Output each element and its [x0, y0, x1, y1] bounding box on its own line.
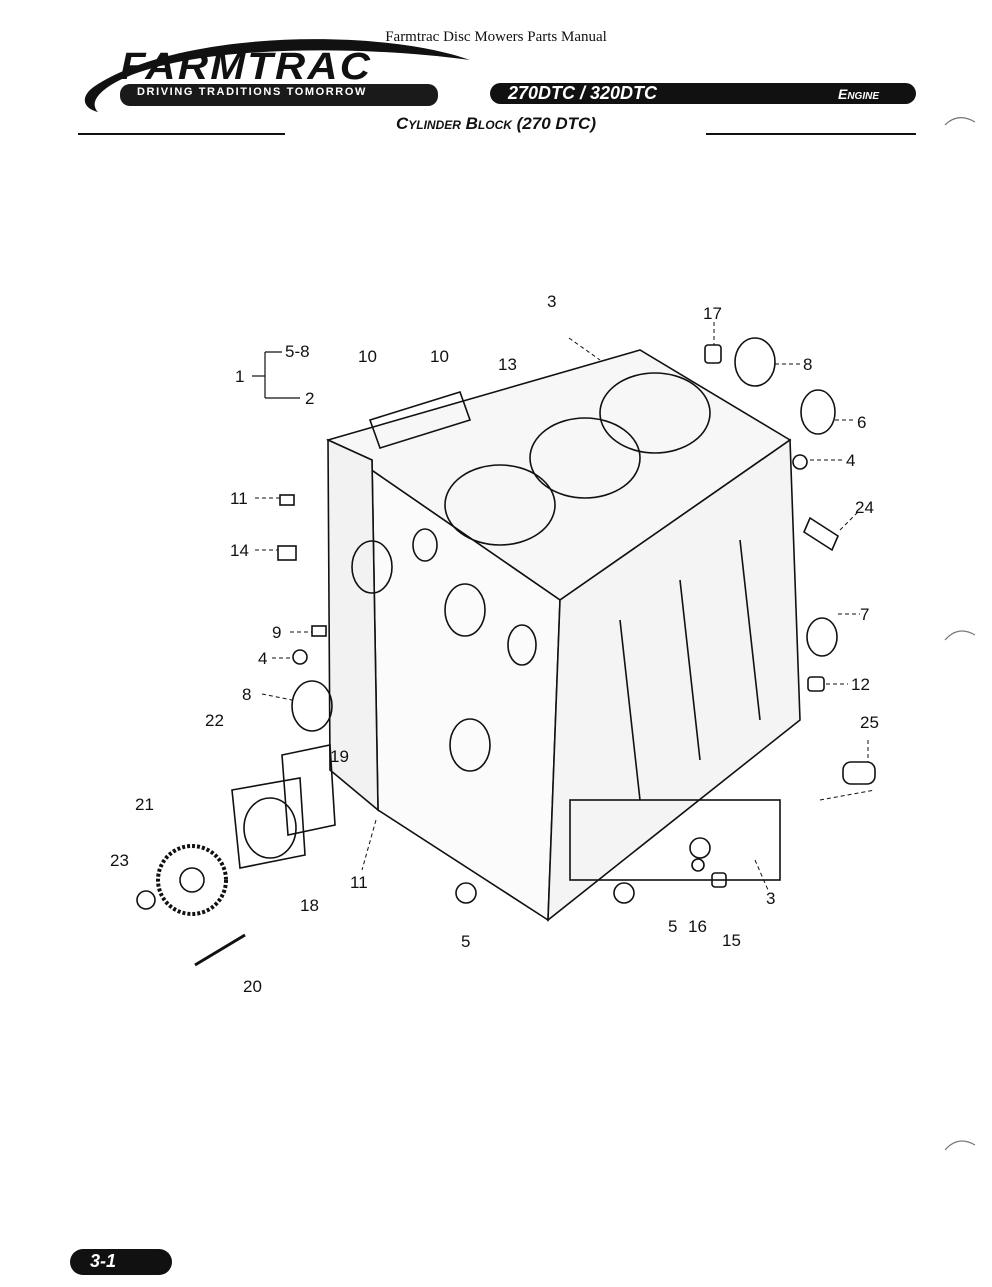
seal-8-top	[734, 337, 776, 387]
pipe-25	[842, 761, 876, 785]
callout-15: 15	[722, 931, 741, 950]
parts-drawing	[136, 337, 876, 967]
leader-lines	[255, 322, 876, 891]
logo-swoosh	[84, 39, 470, 113]
plug-4-top	[792, 454, 808, 470]
callout-6: 6	[857, 413, 866, 432]
callout-10b: 10	[430, 347, 449, 366]
callout-labels: 1 5-8 2 10 10 13 3 17 8 6 4 24 11 14 9 4…	[110, 292, 879, 996]
callout-4-top: 4	[846, 451, 855, 470]
callout-16: 16	[688, 917, 707, 936]
plug-5a	[455, 882, 477, 904]
callout-25: 25	[860, 713, 879, 732]
plug-5b	[613, 882, 635, 904]
callout-19: 19	[330, 747, 349, 766]
callout-18: 18	[300, 896, 319, 915]
callout-4-left: 4	[258, 649, 267, 668]
dowel-12	[807, 676, 825, 692]
callout-23: 23	[110, 851, 129, 870]
callout-9: 9	[272, 623, 281, 642]
plug-5c	[689, 837, 711, 859]
nut-23	[136, 890, 156, 910]
pin-9	[311, 625, 327, 637]
page-number: 3-1	[90, 1251, 117, 1271]
callout-10a: 10	[358, 347, 377, 366]
callout-5-8: 5-8	[285, 342, 310, 361]
dowel-17	[704, 344, 722, 364]
pin-11	[279, 494, 295, 506]
section-label: Engine	[838, 86, 880, 102]
callout-3-bottom: 3	[766, 889, 775, 908]
callout-5-left: 5	[461, 932, 470, 951]
callout-8-top: 8	[803, 355, 812, 374]
model-label: 270DTC / 320DTC	[508, 83, 658, 103]
page-subtitle: Cylinder Block (270 DTC)	[395, 114, 596, 133]
cylinder-block-drawing	[326, 349, 801, 922]
gear-21	[156, 844, 228, 916]
washer-16	[691, 858, 705, 872]
callout-12: 12	[851, 675, 870, 694]
callout-11-bottom: 11	[350, 873, 368, 892]
item-1-bracket	[252, 351, 300, 399]
oil-seal-7	[806, 617, 838, 657]
brand-tagline: DRIVING TRADITIONS TOMORROW	[137, 86, 367, 98]
plug-6	[800, 389, 836, 435]
callout-1: 1	[235, 367, 244, 386]
callout-5-right: 5	[668, 917, 677, 936]
callout-11-left: 11	[230, 489, 248, 508]
callout-24: 24	[855, 498, 874, 517]
callout-3-top: 3	[547, 292, 556, 311]
plug-14	[277, 545, 297, 561]
plug-4-left	[292, 649, 308, 665]
callout-8-left: 8	[242, 685, 251, 704]
manual-title: Farmtrac Disc Mowers Parts Manual	[385, 29, 607, 45]
sensor-24	[802, 516, 840, 552]
tagline-bar	[120, 84, 438, 106]
oil-pump-18	[231, 777, 306, 869]
seal-8-left	[291, 680, 333, 732]
callout-21: 21	[135, 795, 154, 814]
binder-marks	[944, 117, 976, 1151]
callout-22: 22	[205, 711, 224, 730]
callout-2: 2	[305, 389, 314, 408]
callout-7: 7	[860, 605, 869, 624]
callout-14: 14	[230, 541, 249, 560]
callout-20: 20	[243, 977, 262, 996]
callout-17: 17	[703, 304, 722, 323]
gasket-19	[281, 744, 336, 836]
bolt-20	[194, 933, 246, 967]
callout-13: 13	[498, 355, 517, 374]
plug-15	[711, 872, 727, 888]
page-number-pill	[70, 1249, 172, 1275]
model-bar	[490, 83, 916, 104]
